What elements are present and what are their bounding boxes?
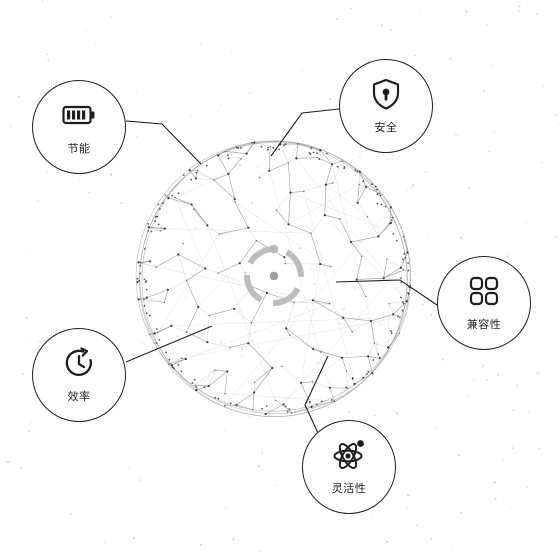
- clock-refresh-icon: [65, 347, 92, 376]
- center-ring-icon: [244, 244, 304, 306]
- shield-lock-icon: [372, 78, 400, 110]
- feature-node-compatibility[interactable]: 兼容性: [437, 256, 531, 350]
- feature-node-security[interactable]: 安全: [339, 59, 433, 153]
- feature-label-efficiency: 效率: [67, 390, 91, 403]
- four-squares-icon: [469, 276, 499, 306]
- feature-label-energy-saving: 节能: [67, 142, 91, 155]
- feature-node-efficiency[interactable]: 效率: [32, 328, 126, 422]
- feature-label-flexibility: 灵活性: [331, 482, 367, 495]
- feature-node-energy-saving[interactable]: 节能: [32, 80, 126, 174]
- feature-label-security: 安全: [374, 121, 398, 134]
- sphere-nodes: [136, 141, 412, 416]
- feature-label-compatibility: 兼容性: [466, 318, 502, 331]
- feature-node-flexibility[interactable]: 灵活性: [302, 420, 396, 514]
- atom-icon: [333, 440, 364, 469]
- connector-lines: [125, 108, 438, 434]
- battery-icon: [62, 105, 95, 125]
